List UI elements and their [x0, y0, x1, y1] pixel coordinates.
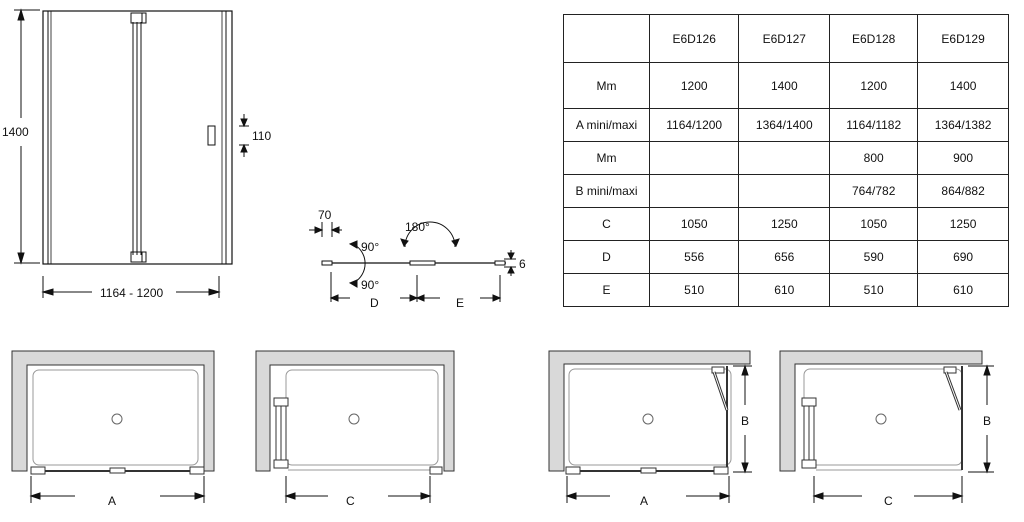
handle-dimension [239, 114, 249, 157]
door-elevation-drawing: 1400 110 1164 - 1200 [2, 8, 271, 300]
swing-arcs [354, 221, 456, 283]
table-cell: 590 [829, 240, 919, 274]
row-header: Mm [563, 62, 650, 109]
row-header: A mini/maxi [563, 108, 650, 142]
column-header: E6D126 [648, 14, 740, 63]
table-cell: 764/782 [829, 174, 919, 208]
table-cell: 1200 [648, 62, 740, 109]
plan4-dim-w-label: C [884, 494, 893, 508]
offset-label: 70 [318, 208, 332, 222]
table-cell: 510 [829, 273, 919, 307]
table-cell: 656 [738, 240, 831, 274]
table-row: D 556 656 590 690 [563, 240, 1009, 274]
row-header: C [563, 207, 650, 241]
angle-left-upper-label: 90° [361, 240, 379, 254]
table-header-row: E6D126 E6D127 E6D128 E6D129 [563, 14, 1009, 63]
table-cell: 1164/1182 [829, 108, 919, 142]
table-row: E 510 610 510 610 [563, 273, 1009, 307]
row-header: E [563, 273, 650, 307]
table-cell [648, 174, 740, 208]
table-row: B mini/maxi 764/782 864/882 [563, 174, 1009, 208]
swing-detail-drawing: 70 180° 90° 90° 6 [309, 208, 526, 310]
table-cell: 800 [829, 141, 919, 175]
width-dimension [41, 276, 221, 298]
table-cell: 1164/1200 [648, 108, 740, 142]
table-cell: 1400 [917, 62, 1009, 109]
table-cell [738, 141, 831, 175]
table-cell: 610 [738, 273, 831, 307]
width-label: 1164 - 1200 [100, 286, 163, 300]
height-label: 1400 [2, 125, 29, 139]
plan-alcove-c: C [255, 350, 455, 508]
column-header: E6D129 [917, 14, 1009, 63]
table-row: C 1050 1250 1050 1250 [563, 207, 1009, 241]
spec-table: E6D126 E6D127 E6D128 E6D129 Mm 1200 1400… [563, 14, 1009, 307]
table-cell: 864/882 [917, 174, 1009, 208]
handle-label: 110 [252, 129, 271, 143]
table-row: Mm 1200 1400 1200 1400 [563, 62, 1009, 109]
row-header: B mini/maxi [563, 174, 650, 208]
dim-d-label: D [370, 296, 379, 310]
angle-left-lower-label: 90° [361, 278, 379, 292]
table-row: Mm 800 900 [563, 141, 1009, 175]
table-cell: 1364/1382 [917, 108, 1009, 142]
table-cell: 610 [917, 273, 1009, 307]
door-handle [207, 125, 216, 146]
plan1-dim-label: A [108, 494, 116, 508]
table-cell: 556 [648, 240, 740, 274]
table-cell: 900 [917, 141, 1009, 175]
row-header: D [563, 240, 650, 274]
table-cell [738, 174, 831, 208]
plan2-dim-label: C [346, 494, 355, 508]
door-frame [42, 10, 233, 265]
plan3-dim-w-label: A [640, 494, 648, 508]
height-dimension [14, 8, 40, 265]
table-cell: 690 [917, 240, 1009, 274]
plan-corner-a-b: A B [548, 350, 752, 508]
column-header: E6D128 [829, 14, 919, 63]
table-cell: 1400 [738, 62, 831, 109]
table-cell: 1050 [648, 207, 740, 241]
table-cell [648, 141, 740, 175]
table-cell: 510 [648, 273, 740, 307]
table-cell: 1050 [829, 207, 919, 241]
floor-plans: A C [11, 350, 994, 508]
column-header: E6D127 [738, 14, 831, 63]
table-cell: 1250 [917, 207, 1009, 241]
angle-top-label: 180° [405, 220, 430, 234]
table-row: A mini/maxi 1164/1200 1364/1400 1164/118… [563, 108, 1009, 142]
plan-alcove-a: A [11, 350, 215, 508]
thickness-label: 6 [519, 257, 526, 271]
plan4-dim-h-label: B [983, 414, 991, 428]
table-cell: 1200 [829, 62, 919, 109]
table-corner-cell [563, 14, 650, 63]
dim-e-label: E [456, 296, 464, 310]
plan3-dim-h-label: B [741, 414, 749, 428]
table-cell: 1364/1400 [738, 108, 831, 142]
row-header: Mm [563, 141, 650, 175]
plan-corner-c-b: C B [779, 350, 994, 508]
table-cell: 1250 [738, 207, 831, 241]
